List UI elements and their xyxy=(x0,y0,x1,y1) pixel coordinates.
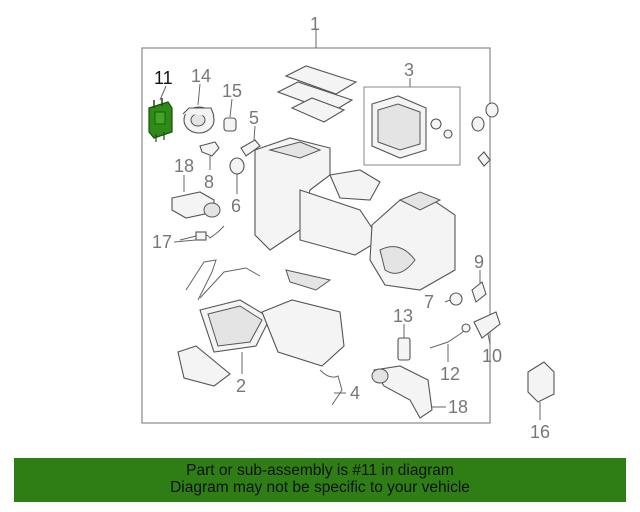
part-8 xyxy=(199,141,220,157)
part-15 xyxy=(223,117,237,132)
callout-16: 16 xyxy=(530,422,550,442)
parts-diagram: 1 3 11 14 15 5 18 8 6 17 9 7 13 10 12 2 … xyxy=(141,14,555,442)
info-banner: Part or sub-assembly is #11 in diagram D… xyxy=(14,458,626,502)
callout-8: 8 xyxy=(204,172,214,192)
callout-10: 10 xyxy=(482,346,502,366)
callout-3: 3 xyxy=(404,60,414,80)
lower-housing xyxy=(261,269,345,367)
part-16 xyxy=(527,361,555,403)
part-12 xyxy=(429,323,471,349)
part-14 xyxy=(182,106,215,134)
part-17 xyxy=(179,225,225,241)
filter-seal xyxy=(276,65,358,123)
callout-7: 7 xyxy=(424,292,434,312)
callout-15: 15 xyxy=(222,81,242,101)
callout-14: 14 xyxy=(191,66,211,86)
callout-11: 11 xyxy=(154,68,173,88)
callout-18a: 18 xyxy=(174,156,194,176)
callout-18b: 18 xyxy=(448,397,468,417)
part-11-actuator[interactable] xyxy=(148,98,173,142)
part-3-evaporator xyxy=(371,95,453,159)
part-18-lower xyxy=(371,365,433,419)
callout-13: 13 xyxy=(393,306,413,326)
fittings-right xyxy=(471,102,499,167)
banner-line-1: Part or sub-assembly is #11 in diagram xyxy=(186,462,454,479)
callout-5: 5 xyxy=(249,108,259,128)
part-9 xyxy=(471,281,487,303)
callout-9: 9 xyxy=(474,252,484,272)
part-18-upper xyxy=(171,191,221,219)
callout-6: 6 xyxy=(231,196,241,216)
part-7 xyxy=(449,292,463,306)
callout-1: 1 xyxy=(310,14,320,34)
heater-housing xyxy=(254,137,456,291)
part-13 xyxy=(397,337,411,361)
subassembly-box-3 xyxy=(363,86,461,166)
callout-2: 2 xyxy=(236,376,246,396)
banner-line-2: Diagram may not be specific to your vehi… xyxy=(170,479,470,496)
part-5 xyxy=(240,139,261,157)
part-6 xyxy=(229,157,245,175)
part-2-heater-core xyxy=(177,259,271,387)
part-10 xyxy=(473,311,501,339)
callout-17: 17 xyxy=(152,232,172,252)
callout-4: 4 xyxy=(350,383,360,403)
part-4-drain-hose xyxy=(319,369,343,406)
callout-12: 12 xyxy=(440,364,460,384)
